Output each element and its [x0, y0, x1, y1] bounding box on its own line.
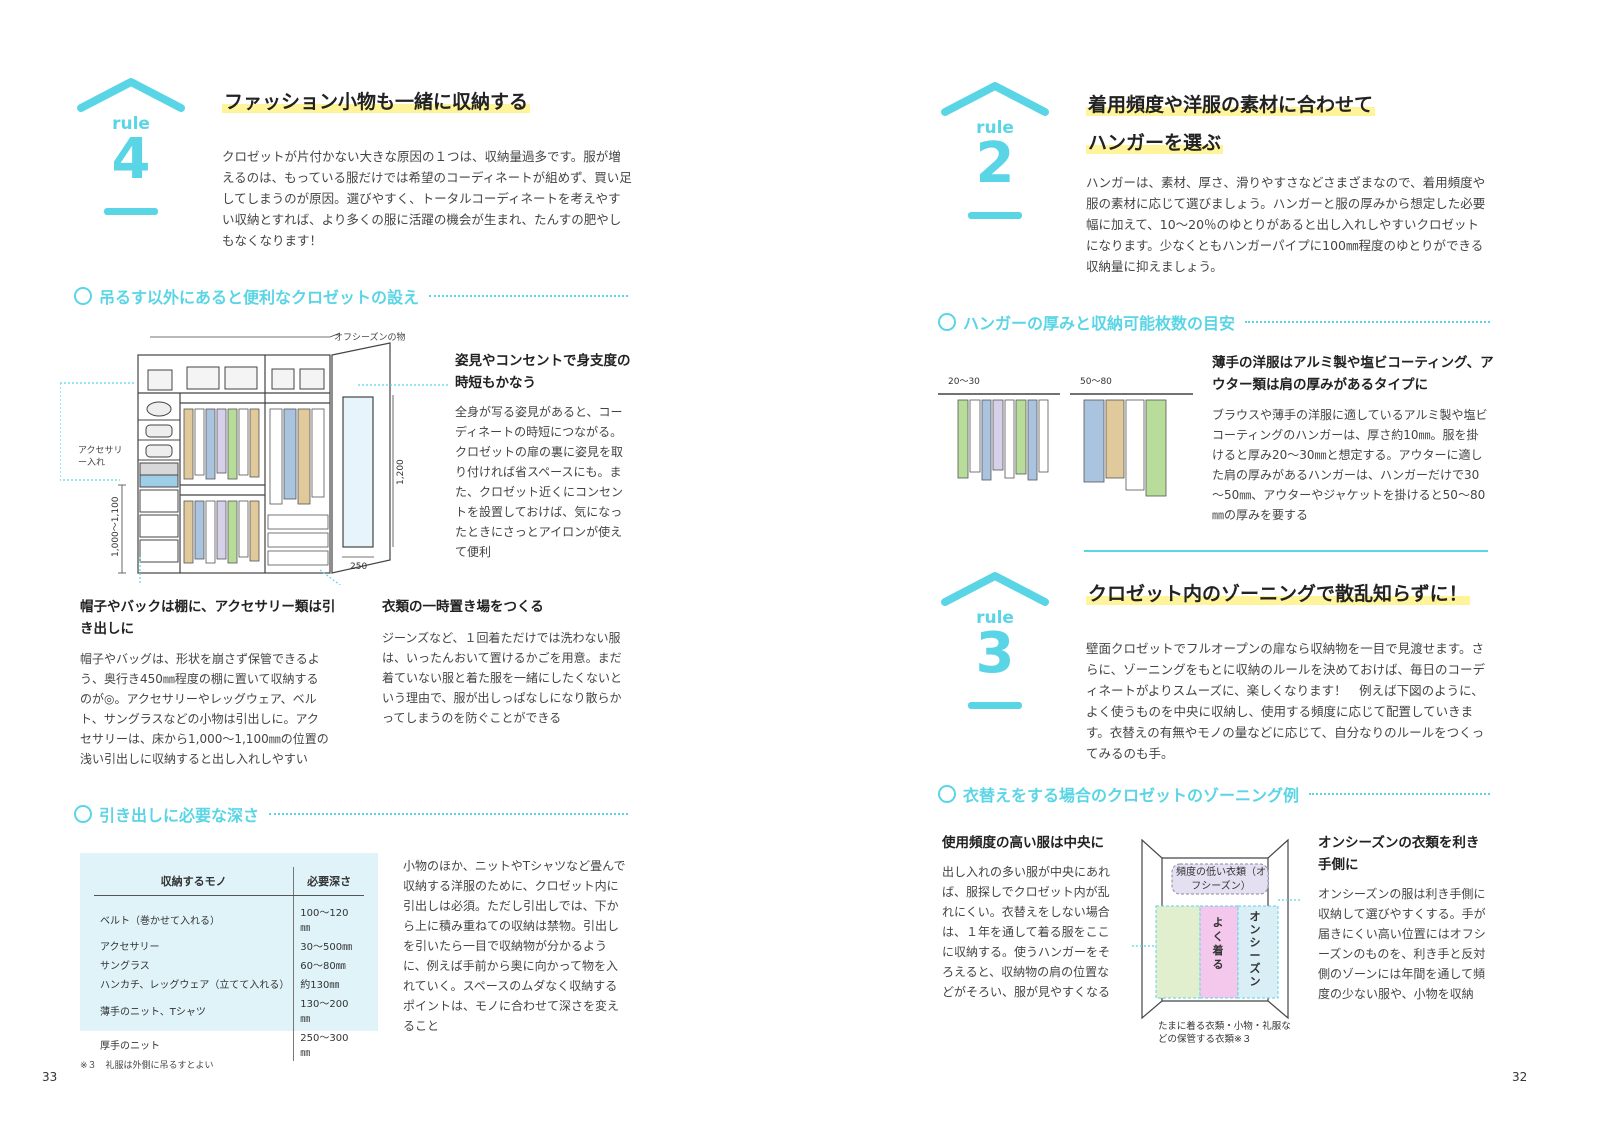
table-header-depth: 必要深さ — [293, 867, 364, 896]
hanger-label-a: 20～30 — [948, 377, 980, 387]
rule-4-badge: rule 4 — [76, 76, 186, 226]
table-row: ベルト（巻かせて入れる）100～120㎜ — [94, 895, 364, 936]
section-zoning-heading: 衣替えをする場合のクロゼットのゾーニング例 — [938, 782, 1490, 806]
zone-left-title: 使用頻度の高い服は中央に — [942, 835, 1104, 851]
rule-3-title: クロゼット内のゾーニングで散乱知らずに！ — [1086, 583, 1470, 605]
section-closet-fixtures-heading: 吊るす以外にあると便利なクロゼットの設え — [74, 284, 628, 308]
label-off-season: オフシーズンの物 — [334, 333, 406, 343]
zone-center-label: よく着る — [1212, 916, 1224, 971]
rule-3-badge: rule 3 — [940, 570, 1050, 720]
rule-2-badge: rule 2 — [940, 80, 1050, 230]
section-hanger-thickness-heading: ハンガーの厚みと収納可能枚数の目安 — [938, 310, 1490, 334]
footnote: ※３ 礼服は外側に吊るすとよい — [80, 1061, 214, 1071]
ring-icon — [938, 785, 956, 803]
label-accessory: アクセサリー入れ — [78, 446, 123, 468]
divider-line — [1084, 550, 1488, 552]
zone-right-body: オンシーズンの服は利き手側に収納して選びやすくする。手が届きにくい高い位置にはオ… — [1318, 887, 1486, 1001]
ring-icon — [74, 287, 92, 305]
rule-bar — [104, 208, 158, 215]
callout-temp-title: 衣類の一時置き場をつくる — [382, 599, 544, 615]
rule-4-title: ファッション小物も一緒に収納する — [222, 91, 531, 113]
zone-bottom-label: たまに着る衣類・小物・礼服などの保管する衣類※３ — [1158, 1021, 1291, 1045]
page-number-right: 32 — [1512, 1070, 1528, 1084]
dim-height-range: 1,000～1,100 — [111, 496, 121, 557]
hanger-callout-body: ブラウスや薄手の洋服に適しているアルミ製や塩ビコーティングのハンガーは、厚さ約1… — [1212, 408, 1488, 522]
callout-mirror-title: 姿見やコンセントで身支度の時短もかなう — [455, 353, 631, 391]
rule-number: 3 — [975, 621, 1015, 686]
rule-3-body: 壁面クロゼットでフルオープンの扉なら収納物を一目で見渡せます。さらに、ゾーニング… — [1086, 641, 1486, 761]
rule-4-intro: クロゼットが片付かない大きな原因の１つは、収納量過多です。服が増えるのは、もって… — [222, 149, 632, 248]
table-header-item: 収納するモノ — [94, 867, 295, 896]
drawer-depth-body: 小物のほか、ニットやTシャツなど畳んで収納する洋服のために、クロゼット内に引出し… — [403, 859, 626, 1033]
zoning-diagram — [1130, 838, 1300, 1020]
rule-bar — [968, 212, 1022, 219]
callout-hat-title: 帽子やバックは棚に、アクセサリー類は引き出しに — [80, 599, 336, 637]
rule-number: 2 — [975, 131, 1015, 196]
zone-right-title: オンシーズンの衣類を利き手側に — [1318, 835, 1480, 873]
rule-label: rule — [112, 114, 150, 134]
roof-icon — [77, 78, 185, 112]
rule-label: rule — [976, 608, 1014, 628]
rule-number: 4 — [111, 127, 151, 192]
dim-mirror-height: 1,200 — [396, 459, 406, 485]
callout-mirror-body: 全身が写る姿見があると、コーディネートの時短につながる。クロゼットの扉の裏に姿見… — [455, 405, 624, 559]
rule-bar — [968, 702, 1022, 709]
callout-temp-body: ジーンズなど、１回着ただけでは洗わない服は、いったんおいて置けるかごを用意。まだ… — [382, 631, 623, 725]
hanger-label-b: 50～80 — [1080, 377, 1112, 387]
callout-hat-body: 帽子やバッグは、形状を崩さず保管できるよう、奥行き450㎜程度の棚に置いて収納す… — [80, 652, 329, 766]
hanger-illustration: 20～30 50～80 — [938, 377, 1193, 497]
rule-2-body: ハンガーは、素材、厚さ、滑りやすさなどさまざまなので、着用頻度や服の素材に応じて… — [1086, 175, 1486, 274]
section-drawer-depth-heading: 引き出しに必要な深さ — [74, 802, 628, 826]
table-row: ハンカチ、レッグウェア（立てて入れる）約130㎜ — [94, 974, 364, 993]
ring-icon — [74, 805, 92, 823]
rule-label: rule — [976, 118, 1014, 138]
closet-illustration: 1,000～1,100 1,200 250 — [60, 332, 450, 585]
zone-top-label: 頻度の低い衣類（オフシーズン） — [1176, 867, 1266, 892]
page-number-left: 33 — [42, 1070, 58, 1084]
roof-icon — [941, 82, 1049, 116]
zone-left-body: 出し入れの多い服が中央にあれば、服探しでクロゼット内が乱れにくい。衣替えをしない… — [942, 865, 1111, 999]
hanger-callout-title: 薄手の洋服はアルミ製や塩ビコーティング、アウター類は肩の厚みがあるタイプに — [1212, 355, 1494, 393]
roof-icon — [941, 572, 1049, 606]
rule-2-title: 着用頻度や洋服の素材に合わせてハンガーを選ぶ — [1086, 94, 1376, 154]
zone-right-label: オンシーズン — [1249, 910, 1261, 988]
ring-icon — [938, 313, 956, 331]
dim-mirror-width: 250 — [350, 562, 367, 572]
